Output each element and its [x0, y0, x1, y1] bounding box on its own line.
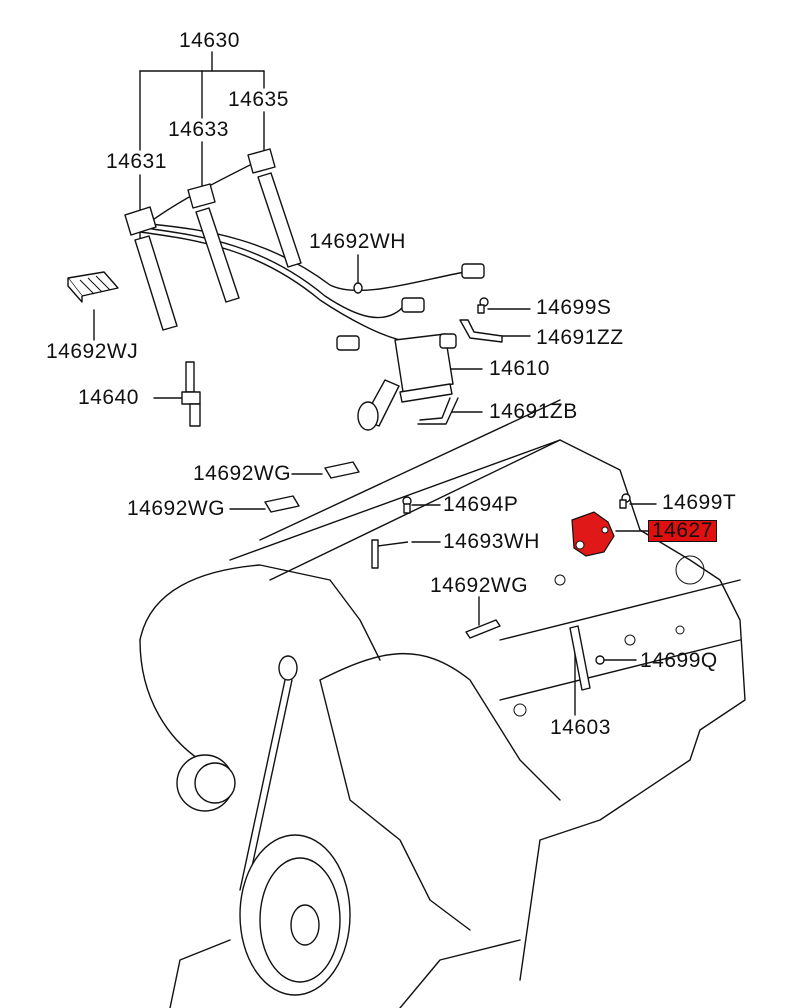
bracket-14691ZB — [417, 397, 459, 425]
part-label-14691ZZ[interactable]: 14691ZZ — [536, 326, 624, 349]
part-label-14694P[interactable]: 14694P — [443, 493, 519, 516]
part-label-14635[interactable]: 14635 — [228, 88, 289, 111]
bolt-14699Q — [595, 655, 605, 665]
part-label-14603[interactable]: 14603 — [550, 716, 611, 739]
part-label-14692WG-c[interactable]: 14692WG — [430, 574, 529, 597]
part-label-14699Q[interactable]: 14699Q — [640, 649, 718, 672]
part-label-14640[interactable]: 14640 — [78, 386, 139, 409]
clip-14692WG-b — [264, 495, 300, 513]
spark-plug-wire-set — [124, 148, 485, 351]
spark-plug-14640 — [181, 361, 201, 427]
part-label-14691ZB[interactable]: 14691ZB — [489, 400, 578, 423]
part-label-14633[interactable]: 14633 — [168, 118, 229, 141]
part-label-14692WJ[interactable]: 14692WJ — [46, 340, 139, 363]
bracket-14603 — [569, 625, 591, 691]
part-label-14699S[interactable]: 14699S — [536, 296, 612, 319]
bolt-14699S — [477, 297, 489, 314]
part-label-14692WH[interactable]: 14692WH — [309, 230, 406, 253]
bolt-14699T — [619, 493, 631, 509]
part-label-14610[interactable]: 14610 — [489, 357, 550, 380]
sensor-14627-highlighted[interactable] — [571, 511, 615, 557]
leader-lines — [93, 51, 657, 716]
engine-block — [139, 399, 746, 1008]
clip-14692WG-c — [465, 619, 501, 639]
bracket-14691ZZ — [459, 319, 503, 343]
part-label-14627-highlighted[interactable]: 14627 — [648, 520, 717, 542]
part-label-14699T[interactable]: 14699T — [662, 491, 737, 514]
clip-14692WH — [353, 282, 363, 294]
part-label-14692WG-a[interactable]: 14692WG — [193, 462, 292, 485]
plug-boot-3 — [247, 148, 302, 268]
part-label-14631[interactable]: 14631 — [106, 150, 167, 173]
clip-14692WG-a — [324, 461, 360, 479]
part-label-14630[interactable]: 14630 — [179, 29, 240, 52]
part-label-14692WG-b[interactable]: 14692WG — [127, 497, 226, 520]
bolt-14694P — [402, 496, 412, 514]
plug-boot-1 — [124, 206, 178, 331]
ignition-coil-14610 — [357, 333, 457, 431]
part-label-14693WH[interactable]: 14693WH — [443, 530, 540, 553]
plug-boot-2 — [187, 183, 240, 303]
wire-holder-14692WJ — [67, 271, 119, 303]
bracket-14693WH — [371, 539, 409, 569]
